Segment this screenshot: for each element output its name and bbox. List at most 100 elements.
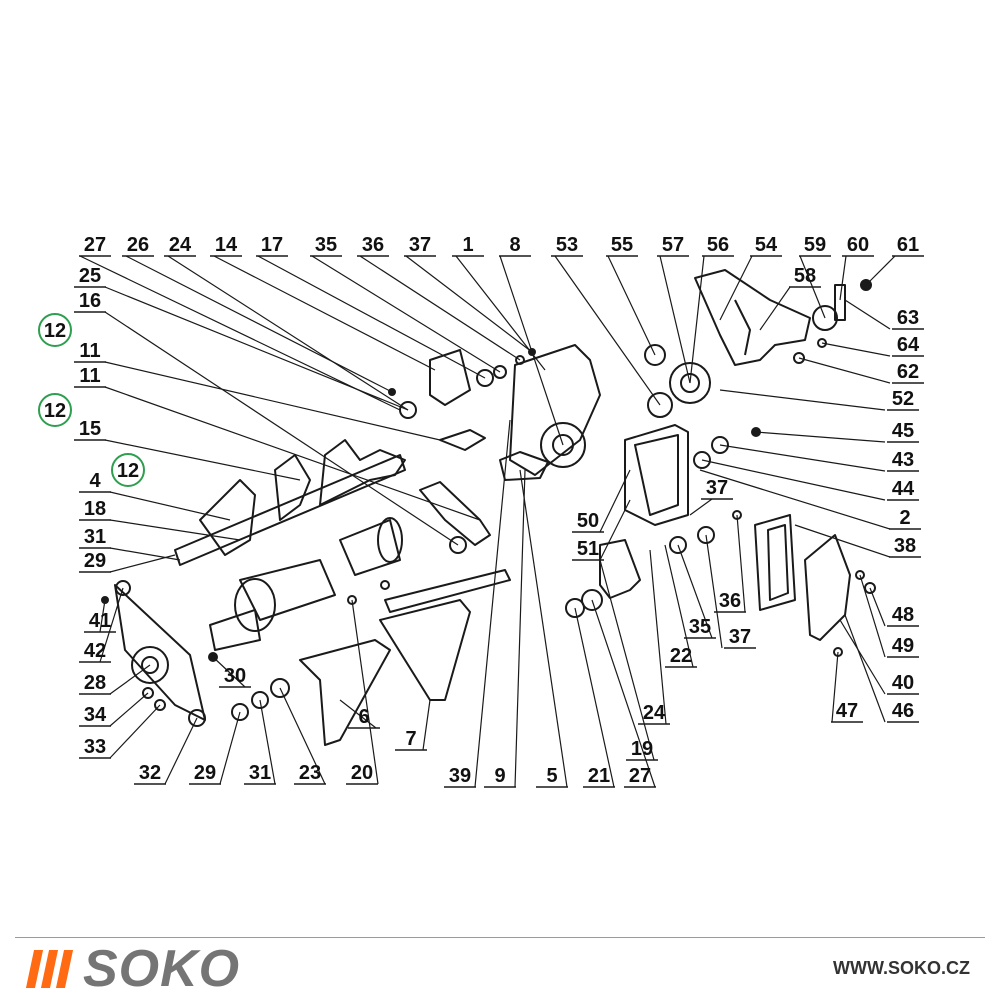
leader-line xyxy=(212,656,246,688)
plate-inner-bore xyxy=(141,656,159,674)
washer-59 xyxy=(812,305,838,331)
callout-label: 32 xyxy=(139,762,161,784)
leader-line xyxy=(213,255,436,371)
ring-23 xyxy=(270,678,290,698)
callout-label: 1 xyxy=(462,234,473,256)
callout-label: 40 xyxy=(892,672,914,694)
callout-label: 33 xyxy=(84,736,106,758)
callout-label: 31 xyxy=(84,526,106,548)
leader-line xyxy=(109,704,161,759)
leader-line xyxy=(759,286,791,331)
hole-34 xyxy=(142,687,154,699)
leader-line xyxy=(99,599,106,633)
callout-label: 41 xyxy=(89,610,111,632)
sleeve-flange xyxy=(377,517,403,563)
ring-31 xyxy=(251,691,269,709)
callout-label: 64 xyxy=(897,334,920,356)
pin-20-b xyxy=(380,580,390,590)
callout-label: 55 xyxy=(611,234,633,256)
upper-bracket xyxy=(694,269,811,366)
leader-line xyxy=(257,255,486,379)
leader-line xyxy=(591,599,656,788)
callout-label: 27 xyxy=(84,234,106,256)
hole-33 xyxy=(154,699,166,711)
callout-label: 60 xyxy=(847,234,869,256)
website-link[interactable]: WWW.SOKO.CZ xyxy=(833,958,970,978)
callout-label: 29 xyxy=(194,762,216,784)
callout-label: 63 xyxy=(897,307,919,329)
callout-label: 8 xyxy=(509,234,520,256)
leader-line xyxy=(839,255,847,301)
leader-line xyxy=(839,619,886,695)
highlighted-callout-label: 12 xyxy=(117,460,139,482)
callout-label: 35 xyxy=(689,616,711,638)
callout-label: 28 xyxy=(84,672,106,694)
hub-9 xyxy=(499,451,549,481)
plate-60 xyxy=(834,284,846,321)
fork-2 xyxy=(319,439,406,506)
callout-label: 25 xyxy=(79,265,101,287)
cover-1 xyxy=(509,344,601,476)
arm-15 xyxy=(419,481,491,546)
callout-label: 37 xyxy=(706,477,728,499)
callout-label: 54 xyxy=(755,234,778,256)
callout-label: 9 xyxy=(494,765,505,787)
callout-label: 18 xyxy=(84,498,106,520)
fork-7 xyxy=(379,599,471,701)
drum-sub xyxy=(239,559,336,621)
footer-divider xyxy=(15,937,985,938)
leader-line xyxy=(104,439,301,481)
leader-line xyxy=(455,255,546,371)
callout-label: 2 xyxy=(899,507,910,529)
leader-line xyxy=(422,699,431,751)
ring-42 xyxy=(115,580,131,596)
bearing-53 xyxy=(647,392,673,418)
nut-36 xyxy=(515,355,525,365)
bracket-19 xyxy=(599,539,641,599)
callout-label: 30 xyxy=(224,665,246,687)
leader-line xyxy=(514,469,526,788)
callout-label: 44 xyxy=(892,478,915,500)
leader-line xyxy=(798,357,891,384)
leader-line xyxy=(554,255,661,406)
gasket-38-inner xyxy=(767,524,789,601)
leader-line xyxy=(831,651,839,723)
callout-label: 11 xyxy=(79,365,100,387)
leader-line xyxy=(844,299,891,330)
leader-line xyxy=(574,607,615,788)
callout-label: 43 xyxy=(892,449,914,471)
stub-shaft xyxy=(209,609,261,651)
nut-62 xyxy=(793,352,805,364)
callout-label: 56 xyxy=(707,234,729,256)
washer-49 xyxy=(855,570,865,580)
fork-3 xyxy=(274,454,311,521)
leader-line xyxy=(109,664,151,695)
bush-29 xyxy=(231,703,249,721)
bolt-48 xyxy=(864,582,876,594)
callout-label: 37 xyxy=(409,234,431,256)
callout-label: 27 xyxy=(629,765,651,787)
housing-inner xyxy=(634,434,679,516)
leader-line xyxy=(259,699,276,785)
leader-line xyxy=(699,469,891,530)
ring-17 xyxy=(476,369,494,387)
leader-line xyxy=(109,692,149,727)
callout-label: 16 xyxy=(79,290,101,312)
callout-label: 48 xyxy=(892,604,914,626)
callout-label: 39 xyxy=(449,765,471,787)
leader-line xyxy=(405,255,533,353)
soko-logo: SOKO xyxy=(25,943,240,995)
leader-line xyxy=(519,469,568,788)
leader-line xyxy=(649,549,667,725)
fork-4 xyxy=(199,479,256,556)
callout-label: 19 xyxy=(631,738,653,760)
callout-label: 21 xyxy=(588,765,610,787)
logo-stripes-icon xyxy=(25,950,74,988)
leader-line xyxy=(599,469,631,533)
callout-label: 31 xyxy=(249,762,271,784)
leader-line xyxy=(109,491,231,521)
highlighted-callout-label: 12 xyxy=(44,320,66,342)
bracket-14 xyxy=(429,349,471,406)
leader-line xyxy=(164,717,198,785)
